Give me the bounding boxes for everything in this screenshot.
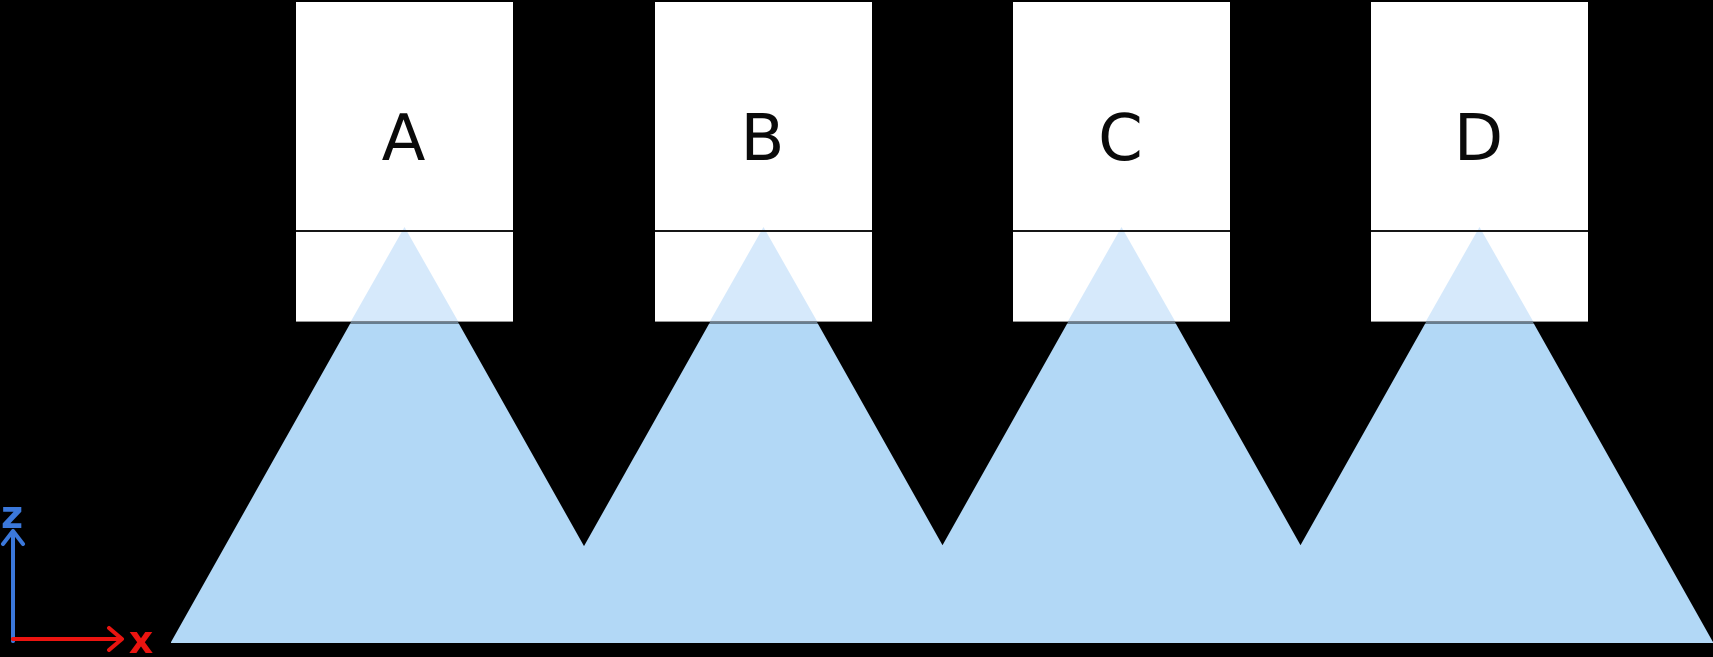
sensor-label: B	[740, 102, 787, 176]
x-axis-arrowhead-icon	[107, 626, 124, 652]
sensor-bottom-edge	[655, 321, 872, 324]
sensor-bottom-edge	[1371, 321, 1588, 324]
sensor-divider-line	[655, 230, 872, 232]
sensor-bottom-edge	[296, 321, 513, 324]
sensor-label: D	[1453, 102, 1506, 176]
sensor-divider-line	[1013, 230, 1230, 232]
sensor-divider-line	[296, 230, 513, 232]
sensor-label: C	[1098, 102, 1145, 176]
sensor-bottom-edge	[1013, 321, 1230, 324]
sensor-divider-line	[1371, 230, 1588, 232]
z-axis-label: z	[0, 493, 24, 537]
axes-arrows	[1, 529, 124, 652]
x-axis-label: x	[128, 618, 154, 657]
sensor-label: A	[381, 102, 428, 176]
z-axis-arrowhead-icon	[1, 529, 25, 546]
coordinate-axes	[0, 500, 170, 657]
